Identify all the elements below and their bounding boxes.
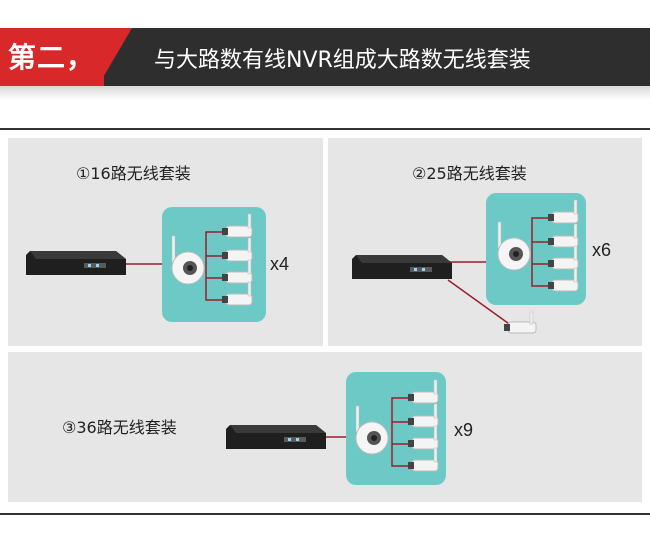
kit-panel-36 [8,352,642,502]
top-divider [0,128,650,130]
kit-panel-25 [328,138,642,346]
bullet-camera-icon [222,259,253,284]
bullet-camera-icon [548,199,579,224]
bullet-camera-icon [408,379,439,404]
nvr-recorder-icon [226,425,326,449]
bullet-camera-icon [408,403,439,428]
nvr-recorder-icon [352,255,452,279]
kit-label-16: ①16路无线套装 [76,164,191,183]
multiplier-25: x6 [592,240,612,260]
kit-label-36: ③36路无线套装 [62,418,177,437]
wifi-dome-camera-icon [497,221,531,271]
bullet-camera-tree [531,199,579,292]
nvr-recorder-icon [26,251,126,275]
step-label: 第二， [8,41,96,74]
bullet-camera-icon [548,267,579,292]
banner-accent-slant [98,28,132,86]
wifi-dome-camera-icon [355,405,389,455]
section-title: 与大路数有线NVR组成大路数无线套装 [154,48,531,73]
bullet-camera-tree [205,213,253,306]
bullet-camera-icon [222,237,253,262]
bullet-camera-tree [391,379,439,472]
wifi-dome-camera-icon [171,235,205,285]
bullet-camera-icon [222,213,253,238]
banner-accent [0,28,104,86]
bottom-divider [0,513,650,515]
bullet-camera-icon [548,245,579,270]
bullet-camera-icon [408,447,439,472]
kit-label-25: ②25路无线套装 [412,164,527,183]
bullet-camera-icon [548,223,579,248]
banner-shadow [0,86,650,100]
bullet-camera-icon [222,281,253,306]
bullet-camera-icon [408,425,439,450]
bullet-camera-icon [504,311,537,334]
multiplier-16: x4 [270,254,290,274]
section-banner: 第二， 与大路数有线NVR组成大路数无线套装 [0,28,650,86]
multiplier-36: x9 [454,420,474,440]
